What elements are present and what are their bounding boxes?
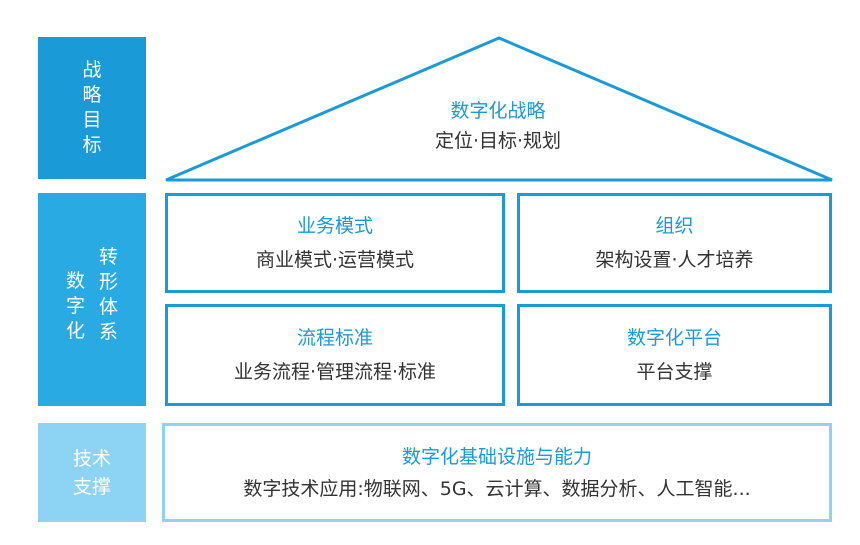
digital-transformation-label-box: 数 字 化 转 形 体 系 bbox=[38, 193, 146, 406]
organization-title: 组织 bbox=[655, 215, 694, 237]
digital-platform-subtitle: 平台支撑 bbox=[636, 361, 713, 383]
organization-box: 组织 架构设置·人才培养 bbox=[517, 193, 832, 293]
business-model-title: 业务模式 bbox=[296, 215, 373, 237]
organization-subtitle: 架构设置·人才培养 bbox=[595, 249, 754, 271]
transformation-system-label: 转 形 体 系 bbox=[99, 245, 119, 343]
process-standard-box: 流程标准 业务流程·管理流程·标准 bbox=[165, 304, 505, 406]
digital-label: 数 字 化 bbox=[66, 270, 86, 342]
roof-subtitle: 定位·目标·规划 bbox=[434, 130, 562, 152]
digital-platform-box: 数字化平台 平台支撑 bbox=[517, 304, 832, 406]
process-standard-title: 流程标准 bbox=[296, 327, 373, 349]
roof-title: 数字化战略 bbox=[450, 100, 546, 122]
roof-text: 数字化战略 定位·目标·规划 bbox=[162, 98, 834, 154]
tech-support-label-box: 技术 支撑 bbox=[38, 423, 146, 522]
foundation-box: 数字化基础设施与能力 数字技术应用:物联网、5G、云计算、数据分析、人工智能..… bbox=[162, 423, 832, 522]
strategy-goal-label: 战 略 目 标 bbox=[82, 59, 102, 156]
foundation-title: 数字化基础设施与能力 bbox=[401, 445, 592, 468]
digital-platform-title: 数字化平台 bbox=[626, 327, 722, 349]
tech-support-label: 技术 支撑 bbox=[72, 447, 111, 498]
process-standard-subtitle: 业务流程·管理流程·标准 bbox=[233, 361, 437, 383]
business-model-box: 业务模式 商业模式·运营模式 bbox=[165, 193, 505, 293]
strategy-goal-label-box: 战 略 目 标 bbox=[38, 37, 146, 179]
foundation-subtitle: 数字技术应用:物联网、5G、云计算、数据分析、人工智能... bbox=[243, 477, 751, 500]
business-model-subtitle: 商业模式·运营模式 bbox=[255, 249, 415, 271]
